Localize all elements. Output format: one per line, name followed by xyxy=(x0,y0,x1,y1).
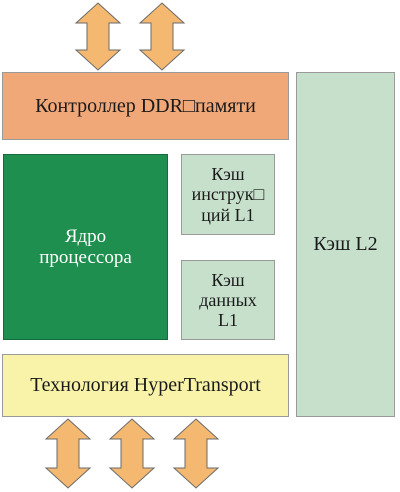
top-arrows xyxy=(74,2,186,71)
processor-core-block: Ядро процессора xyxy=(3,154,168,340)
hypertransport-bus-arrow xyxy=(108,418,156,489)
l2-cache-block: Кэш L2 xyxy=(296,72,395,417)
l2-cache-label: Кэш L2 xyxy=(313,233,378,256)
l1-instruction-cache-block: Кэш инструк□ ций L1 xyxy=(181,154,275,235)
memory-bus-arrow xyxy=(74,2,122,71)
bottom-arrows xyxy=(44,418,220,489)
hypertransport-bus-arrow xyxy=(172,418,220,489)
hypertransport-block: Технология HyperTransport xyxy=(2,354,289,417)
processor-core-label: Ядро процессора xyxy=(39,225,132,268)
l1-data-cache-block: Кэш данных L1 xyxy=(181,260,275,340)
ddr-controller-label: Контроллер DDR□памяти xyxy=(35,94,256,117)
l1-data-cache-label: Кэш данных L1 xyxy=(199,269,257,331)
hypertransport-bus-arrow xyxy=(44,418,92,489)
hypertransport-label: Технология HyperTransport xyxy=(30,374,261,397)
ddr-controller-block: Контроллер DDR□памяти xyxy=(2,72,289,140)
memory-bus-arrow xyxy=(138,2,186,71)
l1-instruction-cache-label: Кэш инструк□ ций L1 xyxy=(191,164,265,225)
